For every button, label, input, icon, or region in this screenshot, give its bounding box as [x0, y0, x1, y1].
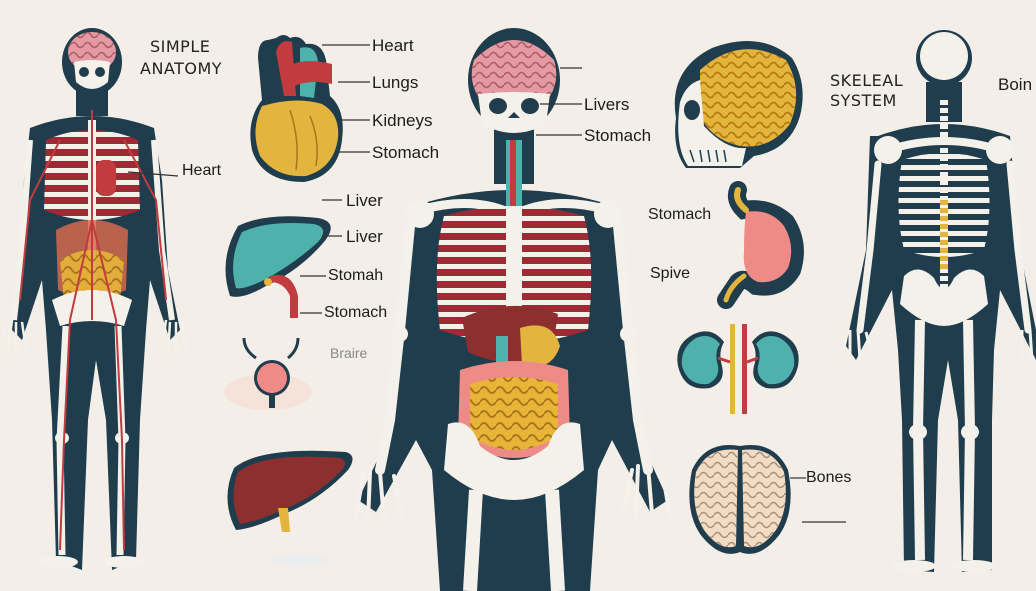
label-liver-1: Liver	[346, 192, 383, 209]
title-skeleal: SKELEAL	[830, 72, 903, 90]
label-livers: Livers	[584, 96, 629, 113]
label-heart-left: Heart	[182, 163, 221, 179]
label-liver-2: Liver	[346, 228, 383, 245]
kidneys-icon	[677, 324, 798, 414]
title-system: SYSTEM	[830, 92, 897, 110]
liver-icon	[226, 200, 343, 318]
label-stomah: Stomah	[328, 268, 383, 284]
label-stomach-center: Stomach	[584, 127, 651, 144]
title-anatomy: ANATOMY	[140, 60, 222, 78]
label-stomach-top: Stomach	[372, 144, 439, 161]
title-simple: SIMPLE	[150, 38, 210, 56]
label-boin: Boin	[998, 76, 1032, 93]
bladder-icon	[224, 338, 312, 410]
heart-icon	[250, 35, 370, 182]
label-heart-top: Heart	[372, 37, 414, 54]
label-kidneys: Kidneys	[372, 112, 432, 129]
skull-brain-icon	[675, 41, 803, 168]
label-stomach-right: Stomach	[648, 207, 711, 223]
brain-icon	[689, 445, 846, 554]
label-lungs: Lungs	[372, 74, 418, 91]
label-spive: Spive	[650, 266, 690, 282]
label-braire: Braire	[330, 346, 367, 360]
label-bones: Bones	[806, 470, 851, 486]
left-figure	[2, 28, 186, 570]
stomach-icon	[726, 190, 795, 300]
label-stomach-mid: Stomach	[324, 305, 387, 321]
right-figure	[842, 30, 1036, 572]
liver-brown-icon	[227, 451, 352, 566]
